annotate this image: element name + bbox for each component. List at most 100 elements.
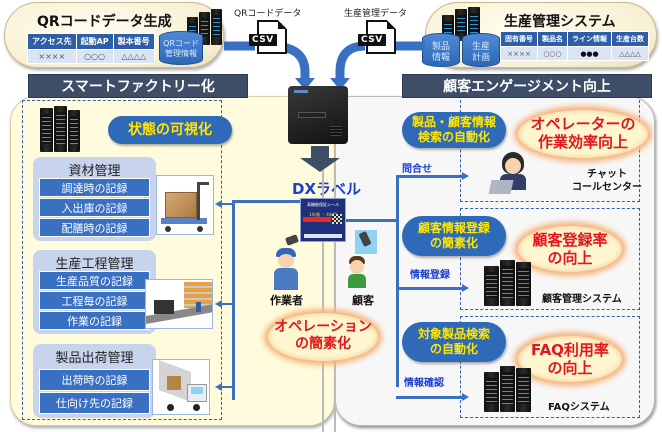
connector-line — [222, 303, 234, 305]
operation-simplification-highlight: オペレーション の簡素化 — [268, 313, 378, 361]
production-data-table: 固有番号 製品名 ライン情報 生産台数 ×××× ○○○ ●●● △△△△ — [500, 31, 649, 61]
worker-label: 作業者 — [270, 294, 303, 307]
server-icon — [484, 366, 532, 412]
qr-data-table: アクセス先 起動AP 製本番号 ×××× ○○○ △△△△ — [27, 33, 155, 64]
arrowhead-right-icon — [462, 393, 469, 401]
group-title: 製品出荷管理 — [55, 351, 134, 366]
arrowhead-left-icon — [215, 383, 222, 391]
table-header: 生産台数 — [611, 31, 649, 47]
visualization-badge: 状態の可視化 — [108, 116, 232, 144]
production-process-management-group: 生産工程管理 生産品質の記録 工程毎の記録 作業の記録 — [33, 250, 156, 334]
production-line-image — [145, 279, 213, 329]
record-item: 工程毎の記録 — [39, 291, 150, 310]
record-item: 出荷時の記録 — [39, 369, 150, 391]
arrowhead-right-icon — [462, 284, 469, 292]
csv-file-icon: CSV — [249, 20, 287, 54]
qr-code-management-db-icon: QRコード 管理情報 — [159, 31, 203, 65]
qr-data-arrowhead — [295, 78, 315, 90]
operator-efficiency-highlight: オペレーターの 作業効率向上 — [518, 110, 648, 158]
connector-line — [396, 175, 464, 178]
down-arrowhead-icon — [300, 158, 340, 172]
record-item: 調達時の記録 — [39, 178, 150, 197]
csv-tag: CSV — [358, 34, 386, 46]
chat-call-center-area — [460, 100, 640, 202]
csv-file-icon: CSV — [358, 20, 396, 54]
connector-line — [396, 396, 464, 399]
product-customer-search-badge: 製品・顧客情報 検索の自動化 — [402, 112, 506, 148]
server-icon — [40, 104, 82, 152]
faq-system-area — [460, 316, 640, 418]
qr-data-generation-title: QRコードデータ生成 — [37, 14, 172, 30]
down-arrow-icon — [311, 146, 329, 158]
production-management-data-label: 生産管理データ — [344, 9, 408, 19]
product-info-db-icon: 製品 情報 — [422, 33, 460, 67]
table-cell: △△△△ — [112, 49, 155, 64]
chat-call-center-label: チャット コールセンター — [572, 169, 642, 193]
product-shipping-management-group: 製品出荷管理 出荷時の記録 仕向け先の記録 — [33, 344, 156, 418]
info-confirmation-label: 情報確認 — [404, 378, 444, 389]
delivery-truck-image — [152, 359, 210, 415]
smart-factory-header: スマートファクトリー化 — [28, 74, 248, 98]
table-cell: ●●● — [567, 46, 612, 61]
table-cell: ○○○ — [75, 49, 114, 64]
production-plan-db-icon: 生産 計画 — [462, 33, 500, 67]
table-header: 製本番号 — [112, 33, 155, 50]
qr-code-icon — [332, 214, 342, 224]
customer-registration-badge: 顧客情報登録 の簡素化 — [402, 216, 506, 256]
record-item: 作業の記録 — [39, 311, 150, 330]
group-title: 生産工程管理 — [55, 257, 134, 272]
production-data-arrowhead — [330, 78, 350, 90]
divider-line — [334, 170, 336, 432]
connector-line — [232, 200, 235, 400]
inquiry-label: 問合せ — [402, 164, 432, 175]
production-management-title: 生産管理システム — [504, 14, 616, 30]
info-registration-label: 情報登録 — [410, 270, 450, 281]
divider-line — [322, 170, 324, 432]
production-data-curve-arrow — [335, 41, 366, 80]
customer-label: 顧客 — [352, 294, 374, 307]
record-item: 仕向け先の記録 — [39, 392, 150, 414]
record-item: 入出庫の記録 — [39, 198, 150, 217]
call-center-operator-illustration — [488, 150, 534, 196]
worker-illustration — [270, 234, 304, 290]
qr-data-generation-panel: QRコードデータ生成 アクセス先 起動AP 製本番号 ×××× ○○○ △△△△… — [4, 2, 224, 68]
table-cell: ×××× — [27, 49, 77, 64]
label-card-row: 1年間 ・ 4年間 — [309, 212, 337, 217]
csv-tag: CSV — [249, 34, 277, 46]
registration-rate-highlight: 顧客登録率 の向上 — [518, 226, 622, 272]
group-title: 資材管理 — [68, 164, 121, 179]
connector-line — [222, 386, 234, 388]
material-management-group: 資材管理 調達時の記録 入出庫の記録 配膳時の記録 — [33, 157, 156, 241]
arrowhead-left-icon — [215, 200, 222, 208]
production-management-panel: 生産管理システム 固有番号 製品名 ライン情報 生産台数 ×××× ○○○ ●●… — [422, 2, 657, 68]
connector-line — [396, 287, 464, 290]
table-cell: ○○○ — [537, 46, 568, 61]
label-card-title: 高機能保証シール — [307, 202, 339, 207]
server-icon — [484, 260, 532, 306]
connector-line — [396, 175, 399, 387]
faq-usage-rate-highlight: FAQ利用率 の向上 — [518, 336, 622, 382]
connector-line — [346, 219, 396, 222]
cart-with-box-image — [156, 175, 214, 235]
customer-management-system-label: 顧客管理システム — [542, 294, 622, 305]
product-search-badge: 対象製品検索 の自動化 — [402, 322, 506, 362]
customer-management-area — [460, 208, 640, 310]
dx-label-title: DXラベル — [292, 180, 362, 198]
faq-system-label: FAQシステム — [548, 402, 610, 413]
data-flow-arrows — [224, 41, 425, 90]
qr-code-data-label: QRコードデータ — [234, 9, 302, 19]
customer-illustration — [345, 230, 379, 288]
connector-line — [222, 203, 234, 205]
record-item: 配膳時の記録 — [39, 218, 150, 237]
customer-engagement-header: 顧客エンゲージメント向上 — [402, 74, 652, 98]
table-cell: △△△△ — [611, 46, 649, 61]
record-item: 生産品質の記録 — [39, 271, 150, 290]
smart-factory-dashed-area — [22, 100, 222, 420]
arrowhead-right-icon — [462, 172, 469, 180]
connector-line — [232, 200, 302, 203]
arrowhead-left-icon — [215, 300, 222, 308]
table-cell: ×××× — [500, 46, 538, 61]
label-printer-image — [288, 86, 348, 144]
table-header: 固有番号 — [500, 31, 538, 47]
dx-label-card: 高機能保証シール 1年間 ・ 4年間 — [300, 198, 346, 242]
